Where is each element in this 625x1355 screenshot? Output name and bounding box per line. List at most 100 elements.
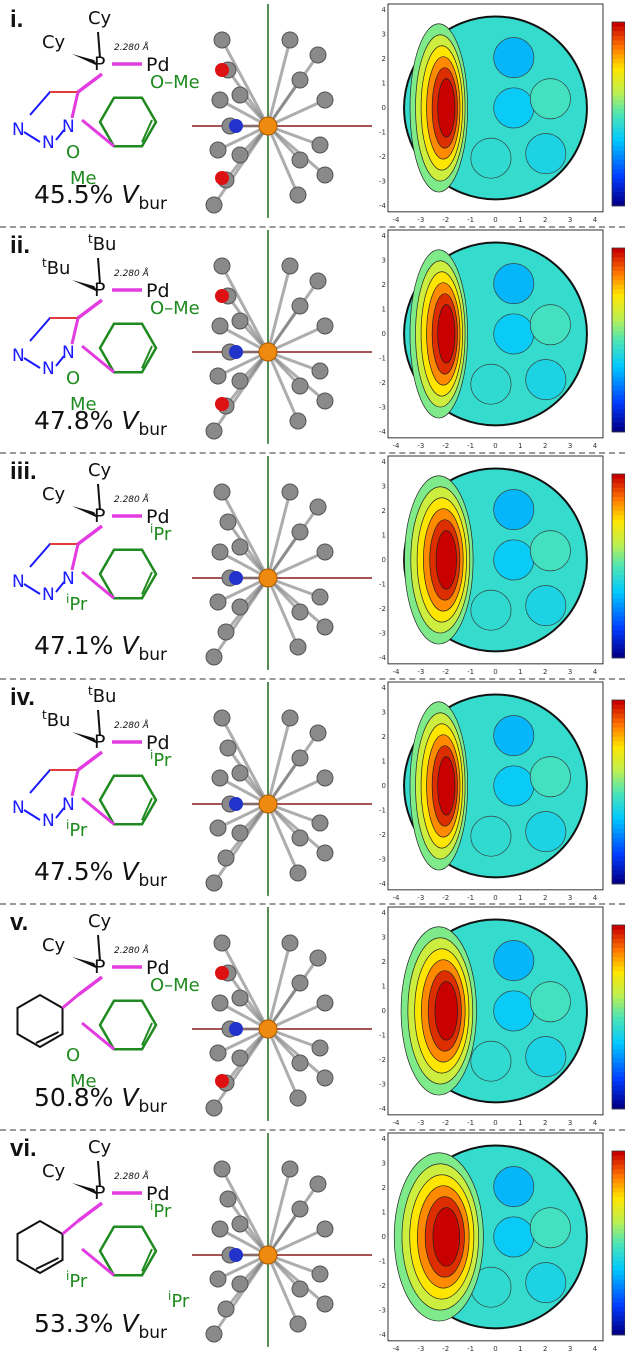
svg-text:N: N <box>12 120 25 140</box>
carbon-atom <box>213 1160 231 1178</box>
carbon-atom <box>281 708 299 726</box>
carbon-atom <box>231 598 249 616</box>
carbon-atom <box>219 1190 237 1208</box>
palladium-atom: Pd <box>146 1183 170 1205</box>
panel-separator <box>0 1129 625 1132</box>
aryl-substituent: O <box>66 368 80 389</box>
x-tick-label: -1 <box>467 442 474 450</box>
phosphorus-atom: P <box>94 730 105 752</box>
buried-volume-subscript: bur <box>138 1322 168 1343</box>
phosphine-substituent: Cy <box>88 8 112 29</box>
carbon-atom <box>291 603 309 621</box>
svg-text:N: N <box>62 343 75 363</box>
x-tick-label: -3 <box>417 442 424 450</box>
panel-separator <box>0 677 625 680</box>
x-tick-label: -2 <box>442 216 449 224</box>
x-tick-label: 4 <box>593 1119 598 1127</box>
carbon-atom <box>291 297 309 315</box>
carbon-atom <box>231 1215 249 1233</box>
carbon-atom <box>219 513 237 531</box>
x-tick-label: 3 <box>568 442 572 450</box>
y-tick-label: -4 <box>379 653 387 661</box>
aryl-substituent: O–Me <box>150 298 200 319</box>
x-tick-label: 1 <box>518 667 522 675</box>
ball-and-stick-model <box>192 3 372 218</box>
palladium-atom: Pd <box>146 280 170 302</box>
y-tick-label: 4 <box>382 232 387 240</box>
wedge-bond <box>72 1183 99 1196</box>
color-bar <box>611 1150 625 1336</box>
y-tick-label: 0 <box>382 1233 386 1241</box>
bond-length-label: 2.280 Å <box>114 267 149 279</box>
ball-and-stick-model <box>192 229 372 444</box>
carbon-atom <box>291 974 309 992</box>
y-tick-label: 2 <box>382 281 386 289</box>
carbon-atom <box>316 843 334 861</box>
benzene-ring <box>16 994 79 1049</box>
nitrogen-atom <box>229 796 244 811</box>
y-tick-label: -3 <box>379 177 386 185</box>
y-tick-label: 3 <box>382 708 386 716</box>
palladium-atom: Pd <box>146 54 170 76</box>
carbon-atom <box>289 1089 307 1107</box>
carbon-atom <box>281 483 299 501</box>
x-tick-label: 4 <box>593 1345 598 1353</box>
x-tick-label: 2 <box>543 442 547 450</box>
carbon-atom <box>213 708 231 726</box>
y-tick-label: -2 <box>379 1056 386 1064</box>
map-contour <box>434 981 458 1041</box>
carbon-atom <box>231 823 249 841</box>
carbon-atom <box>281 31 299 49</box>
carbon-atom <box>231 538 249 556</box>
carbon-atom <box>311 362 329 380</box>
carbon-atom <box>291 151 309 169</box>
x-tick-label: 3 <box>568 667 572 675</box>
panel-label: ii. <box>10 231 31 259</box>
benzene-ring <box>16 1219 79 1275</box>
carbon-atom <box>289 863 307 881</box>
y-tick-label: -1 <box>379 1258 386 1266</box>
y-tick-label: 2 <box>382 1184 386 1192</box>
phosphine-substituent: Cy <box>88 911 112 932</box>
y-tick-label: -3 <box>379 629 386 637</box>
ball-and-stick-model <box>192 907 372 1122</box>
phosphorus-atom: P <box>94 1182 105 1204</box>
buried-volume-subscript: bur <box>138 419 168 440</box>
p-aryl-bond <box>76 750 104 771</box>
x-tick-label: 3 <box>568 1119 572 1127</box>
x-tick-label: 2 <box>543 893 547 901</box>
y-tick-label: -2 <box>379 153 386 161</box>
x-tick-label: 3 <box>568 1345 572 1353</box>
y-tick-label: 1 <box>382 305 386 313</box>
x-tick-label: -1 <box>467 216 474 224</box>
x-tick-label: -4 <box>393 442 401 450</box>
svg-text:N: N <box>62 569 75 589</box>
x-tick-label: 4 <box>593 216 598 224</box>
carbon-atom <box>311 588 329 606</box>
y-tick-label: 3 <box>382 256 386 264</box>
y-tick-label: -1 <box>379 354 386 362</box>
y-tick-label: 4 <box>382 6 387 14</box>
y-tick-label: 3 <box>382 934 386 942</box>
panel-separator <box>0 451 625 454</box>
y-tick-label: -3 <box>379 1307 386 1315</box>
carbon-atom <box>205 1325 223 1343</box>
carbon-atom <box>231 1049 249 1067</box>
phosphine-substituent: Cy <box>42 1161 66 1182</box>
carbon-atom <box>211 1220 229 1238</box>
carbon-atom <box>291 1200 309 1218</box>
x-tick-label: -4 <box>393 1119 401 1127</box>
carbon-atom <box>291 828 309 846</box>
color-bar <box>611 473 625 658</box>
bond-length-label: 2.280 Å <box>114 493 149 505</box>
svg-text:N: N <box>62 794 75 814</box>
aryl-substituent: iPr <box>168 1289 190 1312</box>
